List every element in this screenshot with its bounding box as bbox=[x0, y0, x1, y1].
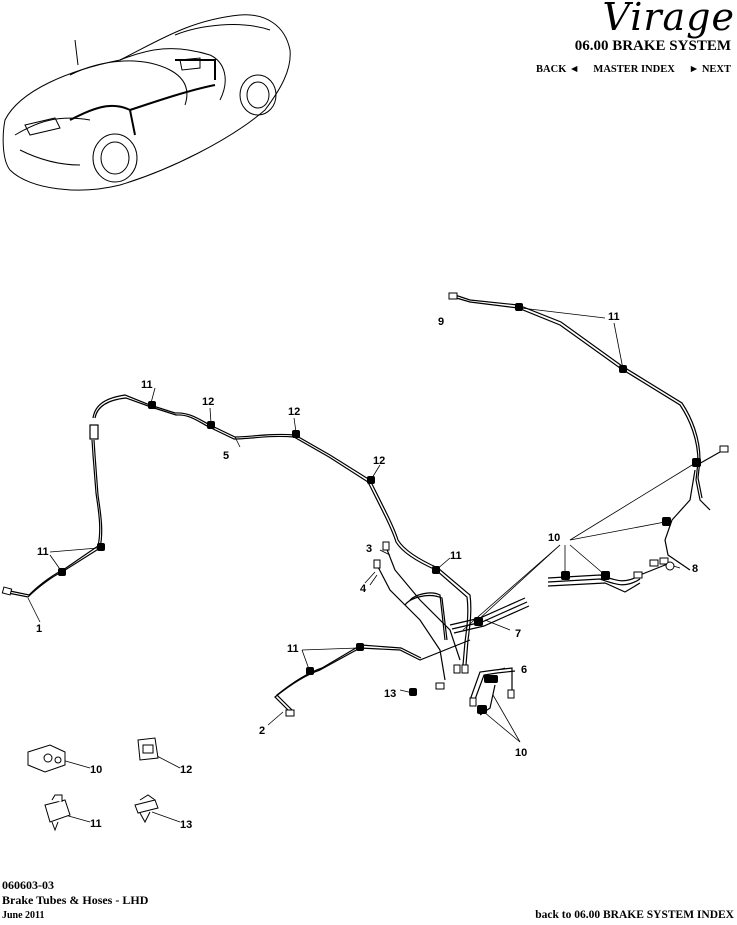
callout-12-b[interactable]: 12 bbox=[288, 406, 300, 418]
callout-11-clip[interactable]: 11 bbox=[90, 818, 102, 830]
callout-13[interactable]: 13 bbox=[384, 688, 396, 700]
callout-7[interactable]: 7 bbox=[515, 628, 521, 640]
master-index-link[interactable]: MASTER INDEX bbox=[593, 64, 675, 75]
callout-8[interactable]: 8 bbox=[692, 563, 698, 575]
brake-tube-5 bbox=[92, 394, 472, 666]
callout-6[interactable]: 6 bbox=[521, 664, 527, 676]
callout-9[interactable]: 9 bbox=[438, 316, 444, 328]
diagram-code: 060603-03 bbox=[2, 878, 54, 892]
navigation-bar: BACK ◄ MASTER INDEX ► NEXT bbox=[536, 64, 731, 75]
section-title: 06.00 BRAKE SYSTEM bbox=[574, 38, 731, 54]
callout-11-left[interactable]: 11 bbox=[37, 546, 49, 558]
callout-11-upper[interactable]: 11 bbox=[141, 379, 153, 391]
brake-tube-3 bbox=[385, 546, 461, 661]
next-link[interactable]: ► NEXT bbox=[688, 64, 731, 75]
back-link[interactable]: BACK ◄ bbox=[536, 64, 580, 75]
callout-13-clip[interactable]: 13 bbox=[180, 819, 192, 831]
callout-10-upper[interactable]: 10 bbox=[548, 532, 560, 544]
callout-1[interactable]: 1 bbox=[36, 623, 42, 635]
callout-12-clip[interactable]: 12 bbox=[180, 764, 192, 776]
diagram-date: June 2011 bbox=[2, 910, 45, 921]
callout-4[interactable]: 4 bbox=[360, 583, 367, 595]
callout-11-lower[interactable]: 11 bbox=[287, 643, 299, 655]
callout-2[interactable]: 2 bbox=[259, 725, 265, 737]
brake-tube-1 bbox=[7, 439, 103, 598]
callout-5[interactable]: 5 bbox=[223, 450, 229, 462]
clip-type-11 bbox=[44, 799, 71, 823]
callout-10-clip[interactable]: 10 bbox=[90, 764, 102, 776]
callout-12-a[interactable]: 12 bbox=[202, 396, 214, 408]
brake-tube-4 bbox=[376, 564, 446, 681]
callout-11-middle[interactable]: 11 bbox=[450, 550, 462, 562]
diagram-description: Brake Tubes & Hoses - LHD bbox=[2, 893, 149, 907]
car-overview-illustration bbox=[2, 14, 291, 191]
virage-logo: Virage bbox=[602, 0, 735, 39]
brake-tube-6 bbox=[469, 667, 513, 701]
back-to-index-link[interactable]: back to 06.00 BRAKE SYSTEM INDEX bbox=[535, 909, 734, 921]
callout-11-rear[interactable]: 11 bbox=[608, 311, 620, 323]
callout-12-c[interactable]: 12 bbox=[373, 455, 385, 467]
clip-type-13 bbox=[134, 799, 159, 814]
callout-3[interactable]: 3 bbox=[366, 543, 372, 555]
callout-10-lower[interactable]: 10 bbox=[515, 747, 527, 759]
